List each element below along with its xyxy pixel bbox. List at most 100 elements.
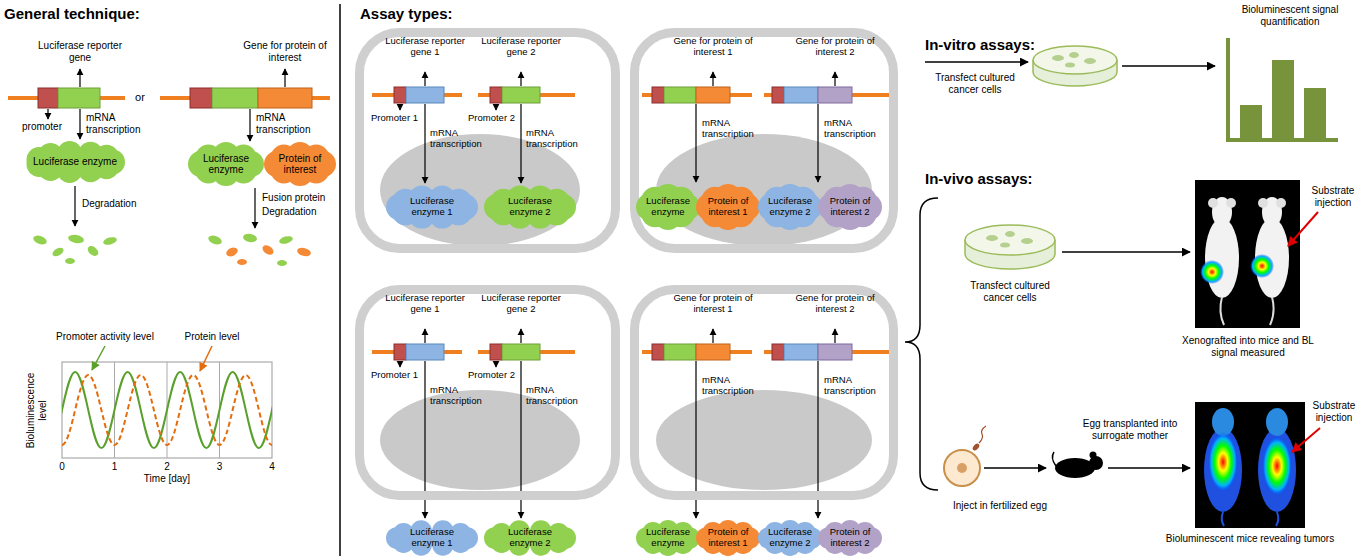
gene-construct: [258, 88, 312, 108]
degraded-fragments: [207, 234, 223, 246]
bar-chart-icon: [1272, 60, 1294, 140]
cell-label: Promoter 2: [459, 370, 515, 381]
process-arrow: [520, 104, 521, 183]
callout-label: Substrate injection: [1305, 185, 1361, 208]
degraded-fragments: [261, 243, 275, 256]
gene-construct: [212, 88, 258, 108]
gene-construct: [818, 344, 852, 360]
mouse-image: [1205, 218, 1239, 298]
process-arrow: [495, 104, 496, 110]
gene-construct: [394, 87, 406, 103]
gene-construct: [394, 344, 406, 360]
gene-construct: [58, 88, 100, 108]
process-arrow: [712, 329, 713, 343]
petri-dish: [1000, 243, 1010, 248]
step-label: Inject in fertilized egg: [930, 500, 1070, 512]
mouse-image: [1195, 180, 1300, 328]
cell-label: Gene for protein of interest 1: [668, 36, 758, 58]
step-label: Degradation: [82, 198, 162, 210]
step-label: Transfect cultured cancer cells: [955, 280, 1065, 303]
cell-label: Gene for protein of interest 1: [668, 293, 758, 315]
cell-membrane: [360, 33, 616, 249]
cell-label: mRNA transcription: [430, 128, 486, 150]
oscillation-chart: [62, 375, 272, 445]
protein-cloud: Protein of interest 2: [818, 184, 882, 230]
cell-outline: Gene for protein of interest 1Gene for p…: [630, 285, 898, 500]
degraded-fragments: [277, 260, 287, 266]
cell-label: mRNA transcription: [430, 385, 486, 407]
degraded-fragments: [32, 234, 48, 246]
process-arrow: [925, 61, 1028, 63]
gene-construct: [406, 87, 444, 103]
process-arrow: [984, 467, 1046, 469]
process-arrow: [520, 329, 521, 343]
degraded-fragments: [65, 258, 75, 264]
degraded-fragments: [32, 233, 312, 266]
gene-construct: [652, 344, 664, 360]
section-divider: [339, 4, 341, 556]
fertilized-egg: [957, 463, 967, 473]
protein-cloud: Protein of interest 1: [696, 520, 760, 556]
mouse-image: [1200, 260, 1224, 284]
process-arrow: [74, 186, 75, 226]
cell-label: Luciferase reporter gene 2: [477, 293, 565, 315]
process-arrow: [817, 104, 818, 182]
petri-dish: [986, 235, 998, 241]
gene-construct: [784, 344, 818, 360]
process-arrow: [424, 72, 425, 86]
gene-construct: [772, 344, 784, 360]
mouse-image: [1226, 198, 1236, 208]
gene-construct: [772, 87, 784, 103]
injection-arrow: [1288, 212, 1320, 452]
step-label: Bioluminescent mice revealing tumors: [1152, 533, 1348, 545]
mouse-image: [1262, 436, 1292, 496]
mouse-image: [1208, 198, 1218, 208]
cell-label: mRNA transcription: [824, 118, 882, 140]
cell-membrane: [360, 290, 616, 496]
mouse-image: [1195, 180, 1300, 328]
cell-outline: Gene for protein of interest 1Gene for p…: [630, 28, 898, 253]
process-arrow: [284, 69, 285, 87]
section-divider: [340, 4, 341, 556]
gene-label: Gene for protein of interest: [235, 40, 335, 63]
protein-cloud: Protein of interest 1: [696, 184, 760, 230]
cell-label: Luciferase reporter gene 1: [381, 293, 469, 315]
mouse-image: [1212, 408, 1234, 436]
process-arrow: [254, 188, 255, 228]
connective-label: or: [130, 91, 150, 104]
process-arrow: [399, 104, 400, 110]
mouse-image: [1266, 408, 1288, 436]
gene-construct: [664, 87, 696, 103]
mouse-image: [1250, 254, 1274, 278]
cell-label: mRNA transcription: [702, 375, 758, 397]
nucleus: [380, 134, 872, 490]
cloud-label: Protein of interest 2: [826, 527, 874, 549]
oscillation-chart: [49, 346, 285, 458]
process-arrow: [47, 109, 48, 119]
step-label: Egg transplanted into surrogate mother: [1070, 418, 1190, 441]
series-label: Protein level: [172, 331, 252, 343]
gene-construct: [696, 87, 730, 103]
mouse-image: [1276, 512, 1278, 526]
petri-dish: [1065, 63, 1075, 68]
protein-cloud: Luciferase enzyme 2: [484, 185, 576, 229]
section-heading: General technique:: [4, 5, 224, 22]
protein-cloud: Protein of interest 2: [818, 520, 882, 556]
cell-label: mRNA transcription: [702, 118, 758, 140]
degraded-fragments: [296, 246, 312, 257]
mouse-image: [1208, 432, 1238, 492]
gene-construct: [696, 344, 730, 360]
degraded-fragments: [51, 246, 65, 258]
cloud-label: Luciferase enzyme 2: [766, 196, 814, 218]
mouse-image: [1220, 297, 1224, 325]
tick-label: 0: [54, 461, 70, 473]
protein-cloud: Luciferase enzyme 2: [484, 520, 576, 556]
process-arrow: [249, 109, 250, 141]
nucleus: [656, 134, 872, 246]
cloud-label: Luciferase enzyme 2: [766, 527, 814, 549]
injection-arrow: [1292, 428, 1320, 452]
cloud-label: Luciferase enzyme 1: [394, 196, 470, 218]
bracket: [905, 198, 938, 490]
petri-dish: [1084, 58, 1096, 64]
